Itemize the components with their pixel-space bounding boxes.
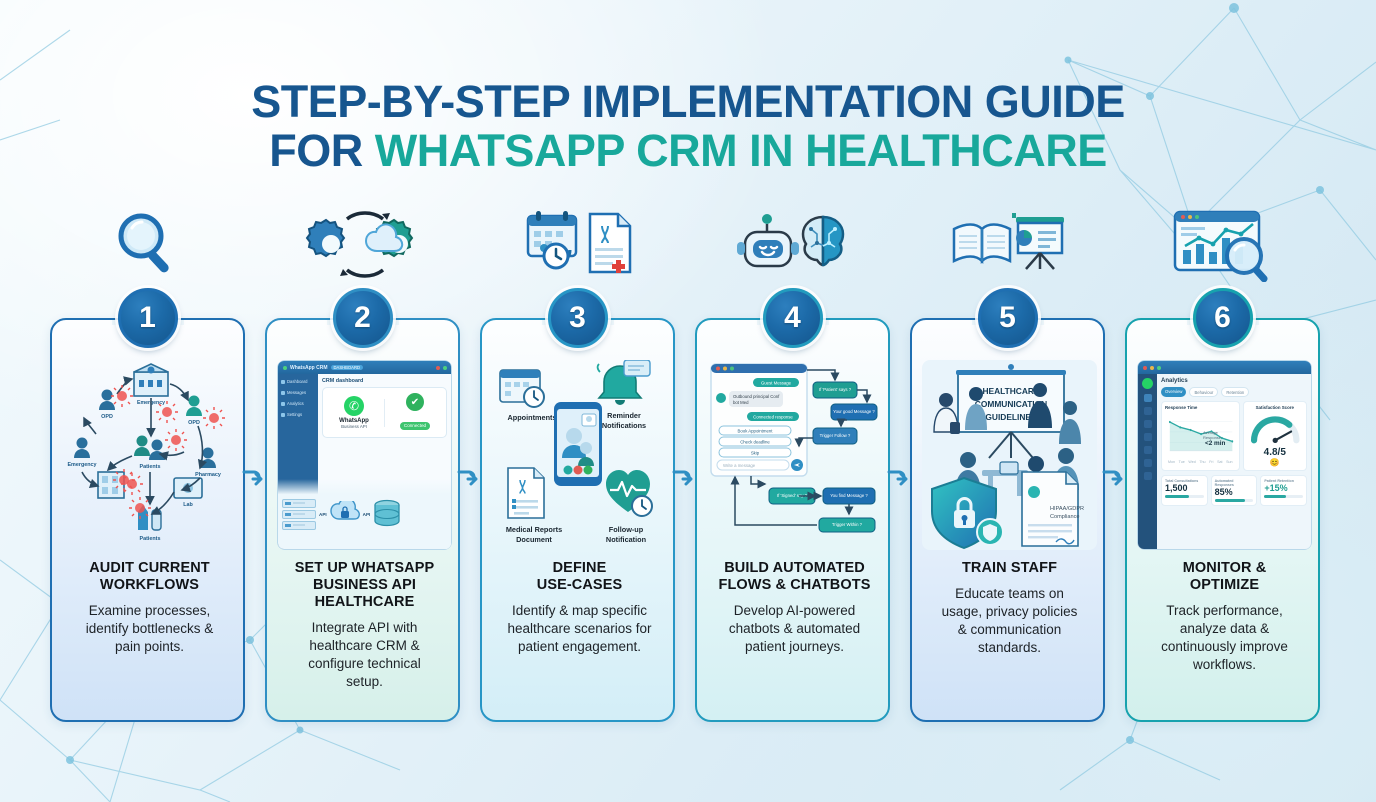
svg-text:If 'Patient' says ?: If 'Patient' says ?	[819, 387, 852, 392]
svg-text:Book Appointment: Book Appointment	[738, 428, 774, 433]
svg-text:HEALTHCARE: HEALTHCARE	[982, 386, 1039, 396]
robot-brain-icon	[703, 200, 883, 288]
svg-text:Your good Message ?: Your good Message ?	[833, 409, 875, 414]
svg-text:bot Med: bot Med	[733, 400, 749, 405]
step-connector-arrow-2	[457, 470, 478, 486]
step-number-badge-1: 1	[117, 288, 178, 348]
svg-text:Appointments: Appointments	[507, 413, 556, 422]
step-text-5: TRAIN STAFF Educate teams on usage, priv…	[920, 560, 1099, 657]
magnifying-glass-icon	[58, 200, 238, 288]
step-illustration-5: HEALTHCARE COMMUNICATION GUIDELINES HIPAA/…	[922, 360, 1097, 550]
medical-records-icon	[488, 200, 668, 288]
svg-text:Emergency: Emergency	[67, 462, 96, 468]
step-title-4: BUILD AUTOMATED FLOWS & CHATBOTS	[718, 560, 871, 594]
step-title-1: AUDIT CURRENT WORKFLOWS	[89, 560, 210, 594]
step-3: Appointments Reminder Notifications Medi…	[480, 211, 693, 722]
step-connector-arrow-1	[242, 470, 263, 486]
step-desc-1: Examine processes, identify bottlenecks …	[85, 603, 214, 655]
svg-text:Document: Document	[516, 535, 552, 544]
step-number-badge-6: 6	[1192, 288, 1253, 348]
svg-text:Write a message: Write a message	[723, 463, 756, 468]
step-1: Emergency OPD OPD Emergency Pharmacy Pat…	[50, 213, 263, 722]
svg-text:If 'Signed' say ?: If 'Signed' say ?	[777, 493, 808, 498]
step-5: HEALTHCARE COMMUNICATION GUIDELINES HIPAA/…	[910, 213, 1123, 722]
title-line-2-prefix: FOR	[269, 124, 375, 176]
svg-text:OPD: OPD	[188, 420, 200, 426]
step-number-badge-4: 4	[762, 288, 823, 348]
svg-text:HIPAA/GDPR: HIPAA/GDPR	[1050, 506, 1084, 512]
svg-text:You find Message ?: You find Message ?	[830, 493, 868, 498]
svg-text:Patients: Patients	[140, 464, 161, 470]
step-title-6: MONITOR & OPTIMIZE	[1182, 560, 1267, 594]
step-card-5[interactable]: HEALTHCARE COMMUNICATION GUIDELINES HIPAA/…	[910, 318, 1105, 722]
step-desc-5: Educate teams on usage, privacy policies…	[941, 586, 1078, 655]
step-text-4: BUILD AUTOMATED FLOWS & CHATBOTS Develop…	[705, 560, 884, 656]
svg-text:Notification: Notification	[606, 535, 646, 544]
svg-text:Trigger Follow ?: Trigger Follow ?	[820, 433, 851, 438]
step-number-badge-5: 5	[977, 288, 1038, 348]
step-text-2: SET UP WHATSAPP BUSINESS API HEALTHCARE …	[275, 560, 454, 691]
svg-text:Skip: Skip	[751, 450, 760, 455]
step-title-2: SET UP WHATSAPP BUSINESS API HEALTHCARE	[294, 560, 435, 611]
step-desc-6: Track performance, analyze data & contin…	[1161, 603, 1288, 673]
step-text-1: AUDIT CURRENT WORKFLOWS Examine processe…	[60, 560, 239, 656]
svg-text:Medical Reports: Medical Reports	[506, 525, 562, 534]
svg-text:Check deadline: Check deadline	[740, 439, 770, 444]
step-text-6: MONITOR & OPTIMIZE Track performance, an…	[1135, 560, 1314, 674]
steps-row: Emergency OPD OPD Emergency Pharmacy Pat…	[50, 210, 1328, 722]
svg-text:COMMUNICATION: COMMUNICATION	[975, 399, 1047, 409]
step-connector-arrow-3	[672, 470, 693, 486]
step-card-3[interactable]: Appointments Reminder Notifications Medi…	[480, 318, 675, 722]
step-desc-2: Integrate API with healthcare CRM & conf…	[308, 620, 421, 690]
step-desc-4: Develop AI-powered chatbots & automated …	[728, 603, 861, 655]
step-title-3: DEFINE USE-CASES	[536, 560, 623, 594]
svg-text:Patients: Patients	[140, 536, 161, 542]
step-desc-3: Identify & map specific healthcare scena…	[507, 603, 652, 655]
page-title: STEP-BY-STEP IMPLEMENTATION GUIDE FOR WH…	[0, 76, 1376, 176]
step-number-badge-3: 3	[547, 288, 608, 348]
svg-text:Outbound principal Conf: Outbound principal Conf	[733, 394, 780, 399]
step-text-3: DEFINE USE-CASES Identify & map specific…	[490, 560, 669, 656]
svg-text:Lab: Lab	[183, 502, 193, 508]
svg-text:Pharmacy: Pharmacy	[195, 472, 221, 478]
svg-text:Trigger Within ?: Trigger Within ?	[832, 522, 863, 527]
step-illustration-3: Appointments Reminder Notifications Medi…	[492, 360, 667, 550]
step-connector-arrow-4	[887, 470, 908, 486]
svg-text:Compliance: Compliance	[1050, 514, 1080, 520]
analytics-search-icon	[1133, 200, 1313, 288]
svg-text:Notifications: Notifications	[602, 421, 646, 430]
training-board-icon	[918, 200, 1098, 288]
svg-text:Guest Message: Guest Message	[761, 381, 792, 386]
svg-text:Reminder: Reminder	[607, 411, 641, 420]
svg-text:Connected response: Connected response	[753, 415, 793, 420]
svg-text:Follow-up: Follow-up	[609, 525, 644, 534]
step-connector-arrow-5	[1102, 470, 1123, 486]
gears-cloud-icon	[273, 200, 453, 288]
title-line-2: FOR WHATSAPP CRM IN HEALTHCARE	[0, 124, 1376, 176]
svg-text:GUIDELINES: GUIDELINES	[985, 412, 1037, 422]
step-card-1[interactable]: Emergency OPD OPD Emergency Pharmacy Pat…	[50, 318, 245, 722]
step-illustration-1: Emergency OPD OPD Emergency Pharmacy Pat…	[62, 360, 237, 550]
title-line-2-highlight: WHATSAPP CRM IN HEALTHCARE	[374, 124, 1107, 176]
svg-text:OPD: OPD	[101, 414, 113, 420]
step-number-badge-2: 2	[332, 288, 393, 348]
title-line-1: STEP-BY-STEP IMPLEMENTATION GUIDE	[251, 76, 1125, 127]
step-title-5: TRAIN STAFF	[961, 560, 1058, 576]
